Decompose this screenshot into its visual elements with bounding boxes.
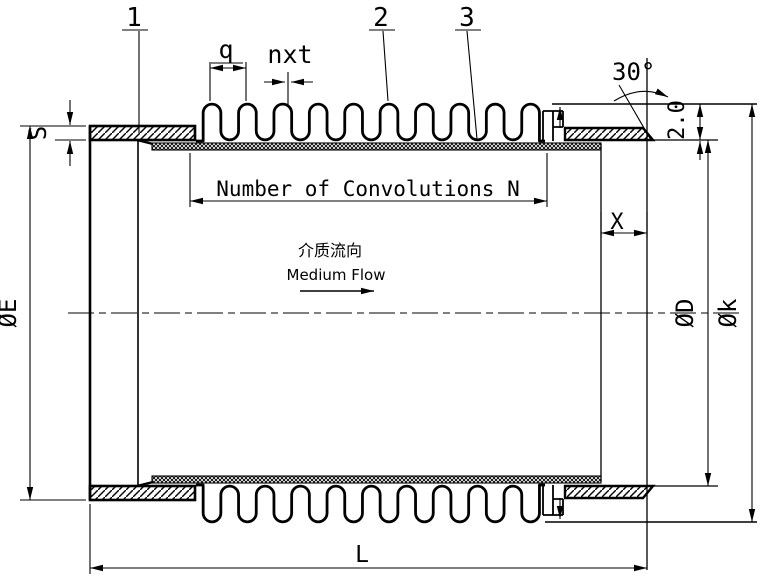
layers-thickness-label: nxt xyxy=(267,40,312,69)
dim-convolution-count xyxy=(189,153,548,207)
left-pipe-section xyxy=(88,124,197,502)
overall-length-label: L xyxy=(355,542,369,568)
flow-label-cn: 介质流向 xyxy=(298,241,362,260)
weld-end-diameter-label: ØD xyxy=(671,299,699,328)
liner-gap-label: X xyxy=(610,210,624,235)
callout-2-label: 2 xyxy=(373,3,389,33)
dim-overall-length xyxy=(89,504,647,574)
convolution-count-text: Number of Convolutions N xyxy=(216,177,519,201)
crest-diameter-lines xyxy=(545,103,757,523)
flow-label-en: Medium Flow xyxy=(287,266,386,284)
dim-layers-thickness xyxy=(264,72,313,107)
collar-step-label: 2.0 xyxy=(665,100,690,140)
dim-bevel-angle xyxy=(613,84,669,141)
callout-1-label: 1 xyxy=(126,3,142,33)
left-pipe-od-label: ØE xyxy=(0,299,22,328)
callout-3-label: 3 xyxy=(459,3,475,33)
dim-liner-gap xyxy=(600,212,648,238)
crest-diameter-label: Øk xyxy=(714,298,742,327)
dim-pitch xyxy=(209,62,247,101)
bevel-extension-line xyxy=(618,84,652,141)
weld-collar xyxy=(563,126,656,500)
inner-liner-sleeve xyxy=(136,138,602,488)
dim-wall-thickness xyxy=(55,100,86,166)
angle-arc xyxy=(613,88,669,102)
pitch-label: q xyxy=(218,35,233,64)
callout-leaders xyxy=(122,29,481,140)
bellows-bottom xyxy=(196,483,545,524)
wall-thickness-label: S xyxy=(24,126,52,140)
bevel-angle-label: 30° xyxy=(612,58,655,86)
dim-left-pipe-od xyxy=(20,125,86,501)
bellows-top xyxy=(196,102,545,143)
tangent-clamp-step xyxy=(542,110,564,516)
